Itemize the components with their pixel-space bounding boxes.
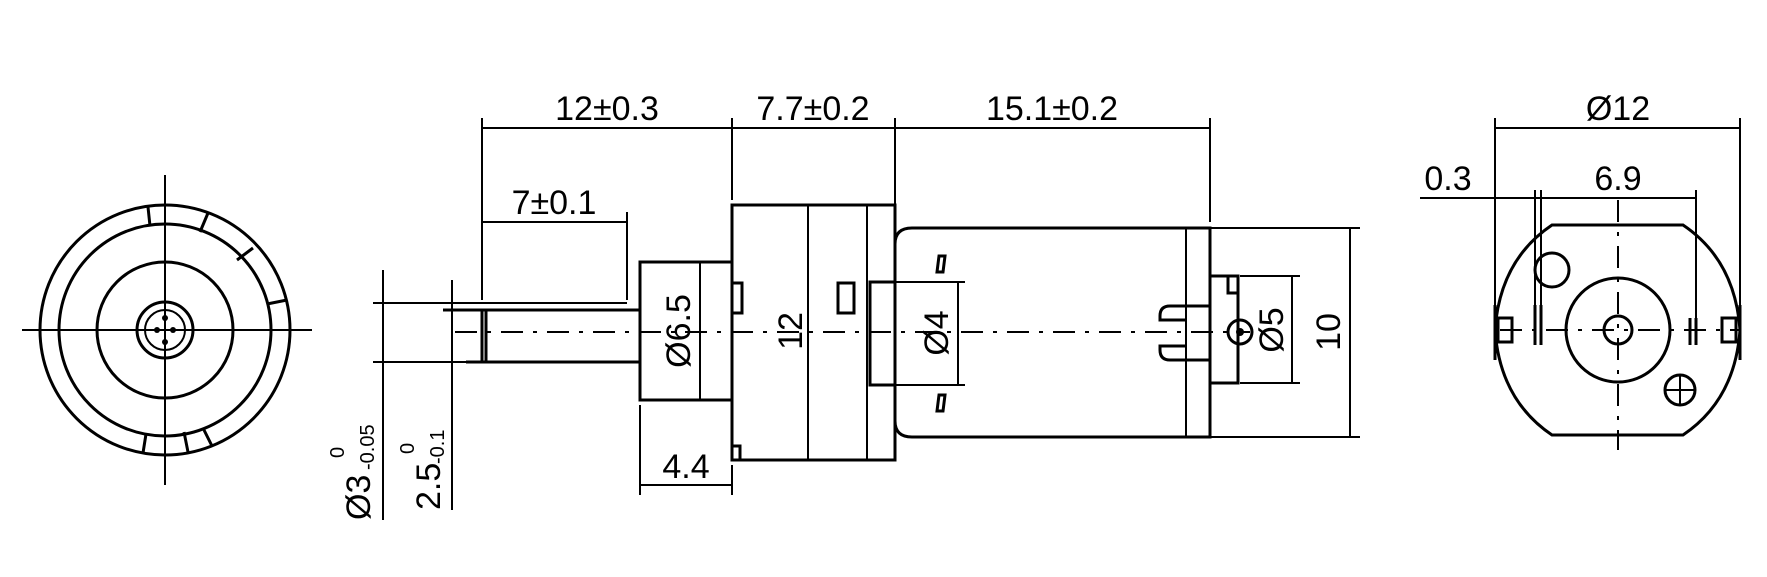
shaft-length-label: 12±0.3 bbox=[555, 90, 659, 128]
hub-length-label: 4.4 bbox=[662, 448, 709, 486]
dimension-labels: 12±0.3 7.7±0.2 15.1±0.2 7±0.1 4.4 Ø6.5 1… bbox=[327, 90, 1650, 520]
gearbox-height-label: 12 bbox=[772, 312, 810, 350]
svg-text:-0.05: -0.05 bbox=[357, 424, 379, 470]
overall-diameter-label: Ø12 bbox=[1586, 90, 1650, 128]
flat-size-label: 2.5 -0.1 0 bbox=[397, 430, 449, 510]
shaft-diameter-label: Ø3 -0.05 0 bbox=[327, 424, 379, 520]
rear-view bbox=[1493, 200, 1742, 450]
terminal-offset-label: 0.3 bbox=[1424, 160, 1471, 198]
svg-text:Ø3: Ø3 bbox=[340, 475, 378, 520]
terminal-spacing-label: 6.9 bbox=[1594, 160, 1641, 198]
svg-text:0: 0 bbox=[327, 447, 349, 458]
hub-diameter-label: Ø6.5 bbox=[660, 294, 698, 368]
dimension-lines bbox=[373, 118, 1741, 520]
flat-length-label: 7±0.1 bbox=[512, 184, 597, 222]
gearbox-length-label: 7.7±0.2 bbox=[756, 90, 869, 128]
terminal-diameter-label: Ø5 bbox=[1253, 307, 1291, 352]
motor-height-label: 10 bbox=[1310, 313, 1348, 351]
bearing-diameter-label: Ø4 bbox=[918, 310, 956, 355]
svg-text:-0.1: -0.1 bbox=[427, 430, 449, 464]
front-view bbox=[22, 175, 312, 485]
svg-text:0: 0 bbox=[397, 443, 419, 454]
svg-text:2.5: 2.5 bbox=[410, 463, 448, 510]
motor-length-label: 15.1±0.2 bbox=[986, 90, 1118, 128]
side-view bbox=[443, 203, 1254, 462]
